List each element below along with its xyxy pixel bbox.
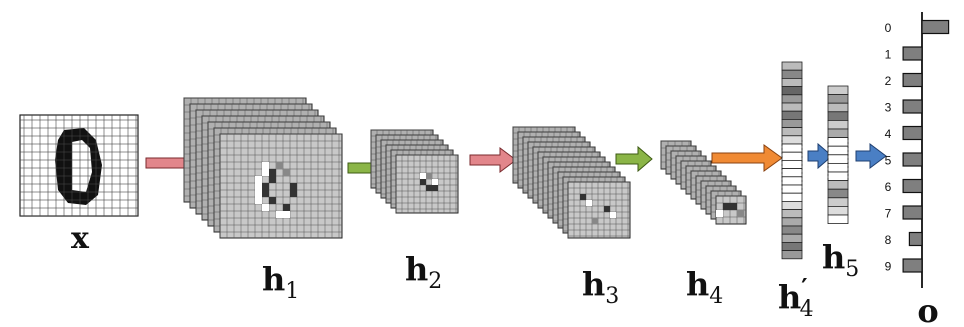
h4p-cell — [781, 78, 803, 88]
output-bar — [902, 46, 923, 61]
output-bar — [902, 258, 923, 273]
input-image — [19, 114, 139, 217]
h4p-cell — [781, 200, 803, 210]
h3-label: h3 — [582, 265, 619, 309]
h1-layer — [219, 133, 343, 239]
output-class-label: 7 — [885, 207, 892, 221]
h5-cell — [827, 162, 849, 173]
h5-cell — [827, 205, 849, 216]
h4p-cell — [781, 184, 803, 194]
h4p-cell — [781, 127, 803, 137]
h4p-cell — [781, 143, 803, 153]
h2-layer — [395, 154, 459, 214]
h4-flat-subscript: 4 — [800, 297, 814, 322]
h1-feature-stack — [183, 97, 343, 239]
h4p-cell — [781, 102, 803, 112]
h4p-cell — [781, 217, 803, 227]
output-bar-chart: 0 1 2 3 4 5 6 7 8 9 — [885, 12, 950, 288]
h4p-cell — [781, 94, 803, 104]
output-class-label: 4 — [885, 127, 892, 141]
output-class-label: 0 — [885, 21, 892, 35]
h4-flat-prime: ′ — [801, 273, 807, 302]
h2-label: h2 — [405, 250, 442, 294]
h5-cell — [827, 120, 849, 130]
h5-subscript: 5 — [845, 257, 859, 282]
h4p-cell — [781, 168, 803, 178]
h4-flat-column — [781, 61, 803, 260]
h4p-cell — [781, 192, 803, 202]
h5-cell — [827, 171, 849, 182]
h4-flat-label: h′4 — [778, 273, 814, 322]
h4p-cell — [781, 233, 803, 243]
h2-subscript: 2 — [428, 269, 442, 294]
h5-label: h5 — [822, 238, 859, 282]
output-bar — [921, 19, 950, 35]
arrow-h3-to-h4 — [615, 145, 653, 173]
arrow-h4-to-h4-flat — [711, 144, 783, 172]
output-bar — [902, 99, 923, 114]
h5-column — [827, 85, 849, 225]
arrow-h4-flat-to-h5 — [807, 142, 833, 170]
h1-label: h1 — [262, 260, 299, 304]
h4-feature-stack — [660, 140, 747, 225]
h5-cell — [827, 111, 849, 121]
h3-subscript: 3 — [605, 284, 619, 309]
h4p-cell — [781, 61, 803, 71]
h2-feature-stack — [370, 129, 459, 214]
h5-cell — [827, 214, 849, 225]
arrow-h2-to-h3 — [469, 147, 517, 173]
output-bar — [902, 178, 923, 194]
output-class-label: 2 — [885, 74, 892, 88]
output-class-label: 3 — [885, 101, 892, 115]
output-bar — [902, 72, 923, 88]
h4p-cell — [781, 151, 803, 161]
h3-layer — [567, 181, 631, 239]
h5-cell — [827, 154, 849, 164]
h4-label: h4 — [686, 265, 723, 309]
h4p-cell — [781, 110, 803, 120]
h4p-cell — [781, 241, 803, 251]
output-bar — [902, 205, 923, 220]
arrow-h5-to-output — [855, 143, 887, 169]
h5-cell — [827, 85, 849, 96]
h4p-cell — [781, 176, 803, 186]
h5-cell — [827, 145, 849, 156]
h5-cell — [827, 128, 849, 139]
h4p-cell — [781, 159, 803, 169]
output-class-label: 6 — [885, 180, 892, 194]
h5-cell — [827, 137, 849, 147]
h3-feature-stack — [512, 126, 631, 239]
output-class-label: 1 — [885, 48, 892, 62]
output-class-label: 8 — [885, 233, 892, 247]
h4p-cell — [781, 69, 803, 79]
h5-cell — [827, 197, 849, 207]
h4p-cell — [781, 209, 803, 219]
output-class-label: 9 — [885, 260, 892, 274]
h4p-cell — [781, 119, 803, 129]
h4p-cell — [781, 250, 803, 260]
output-label: o — [917, 292, 938, 327]
h4p-cell — [781, 225, 803, 235]
h5-cell — [827, 94, 849, 104]
output-bar — [908, 231, 923, 247]
h4-layer — [715, 195, 747, 225]
h5-cell — [827, 102, 849, 113]
h4p-cell — [781, 86, 803, 96]
input-label: x — [71, 221, 90, 256]
h4-subscript: 4 — [709, 284, 723, 309]
h4p-cell — [781, 135, 803, 145]
output-bar — [902, 152, 923, 167]
output-class-label: 5 — [885, 154, 892, 168]
h5-cell — [827, 180, 849, 190]
output-bar — [902, 125, 923, 141]
h1-subscript: 1 — [285, 279, 299, 304]
h5-cell — [827, 188, 849, 199]
